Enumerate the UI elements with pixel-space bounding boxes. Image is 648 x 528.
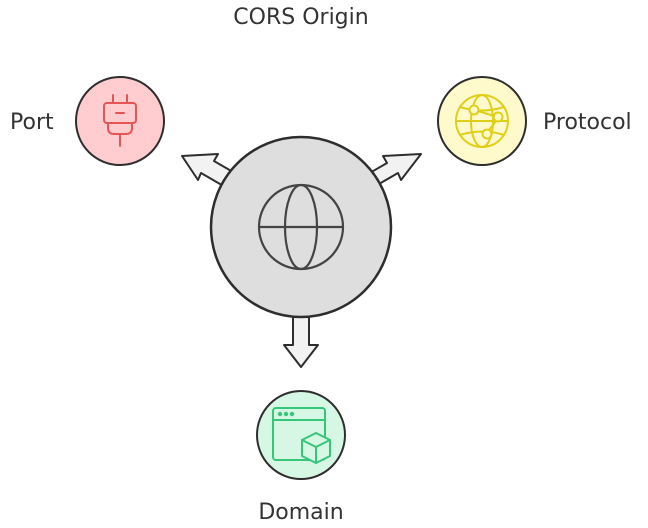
protocol-node xyxy=(437,76,527,166)
network-globe-icon xyxy=(455,94,509,148)
globe-icon xyxy=(257,183,345,271)
diagram-title: CORS Origin xyxy=(233,5,368,30)
port-node xyxy=(75,76,165,166)
domain-node xyxy=(256,390,346,480)
port-label: Port xyxy=(10,110,54,135)
domain-label: Domain xyxy=(258,500,343,525)
browser-cube-icon xyxy=(272,407,331,464)
plug-icon xyxy=(103,94,137,147)
center-node xyxy=(209,135,393,319)
protocol-label: Protocol xyxy=(543,110,632,135)
